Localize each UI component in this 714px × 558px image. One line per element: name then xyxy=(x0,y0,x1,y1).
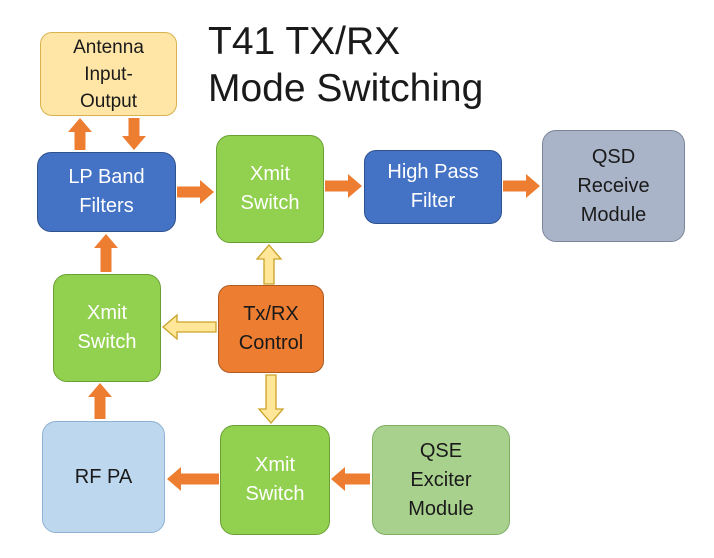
qsd-label-line-1: QSD xyxy=(591,145,636,168)
diagram-title: T41 TX/RX Mode Switching xyxy=(208,18,483,112)
xmit-switch-top-label-line-2: Switch xyxy=(240,192,300,214)
qse-label-line-1: QSE xyxy=(419,439,463,462)
qsd-receive-module-box: QSD Receive Module xyxy=(542,130,685,242)
txrx-control-label-line-2: Control xyxy=(238,332,304,354)
arrow-rfpa-to-xmit-mid xyxy=(88,383,112,419)
arrow-lp-to-xmit-top xyxy=(177,180,214,204)
high-pass-filter-label-line-2: Filter xyxy=(410,190,456,212)
arrow-txrx-to-xmit-bottom xyxy=(257,374,285,424)
lp-band-filters-label-line-2: Filters xyxy=(79,195,134,217)
arrow-xmit-top-to-hpf xyxy=(325,174,362,198)
xmit-switch-top-box: Xmit Switch xyxy=(216,135,324,243)
rf-pa-label: RF PA xyxy=(74,465,133,488)
xmit-switch-mid-box: Xmit Switch xyxy=(53,274,161,382)
qse-label-line-2: Exciter xyxy=(410,468,472,491)
txrx-control-box: Tx/RX Control xyxy=(218,285,324,373)
arrow-xmit-mid-to-lp xyxy=(94,234,118,272)
qse-exciter-module-box: QSE Exciter Module xyxy=(372,425,510,535)
xmit-switch-bottom-label-line-2: Switch xyxy=(245,483,305,505)
xmit-switch-mid-label-line-1: Xmit xyxy=(87,302,127,324)
lp-band-filters-label-line-1: LP Band xyxy=(68,166,145,188)
antenna-input-output-box: Antenna Input- Output xyxy=(40,32,177,116)
antenna-label-line-3: Output xyxy=(79,90,138,112)
qse-label-line-3: Module xyxy=(408,497,474,520)
arrow-hpf-to-qsd xyxy=(503,174,540,198)
high-pass-filter-label-line-1: High Pass xyxy=(387,161,479,183)
title-line-2: Mode Switching xyxy=(208,67,484,110)
xmit-switch-mid-label-line-2: Switch xyxy=(77,331,137,353)
xmit-switch-top-label-line-1: Xmit xyxy=(250,163,290,185)
high-pass-filter-box: High Pass Filter xyxy=(364,150,502,224)
arrow-txrx-to-xmit-top xyxy=(255,244,283,285)
control-arrows xyxy=(162,244,285,424)
lp-band-filters-box: LP Band Filters xyxy=(37,152,176,232)
rf-pa-box: RF PA xyxy=(42,421,165,533)
xmit-switch-bottom-box: Xmit Switch xyxy=(220,425,330,535)
xmit-switch-bottom-label-line-1: Xmit xyxy=(255,454,295,476)
title-line-1: T41 TX/RX xyxy=(208,20,401,63)
arrow-txrx-to-xmit-mid xyxy=(162,313,217,341)
arrow-xmit-bottom-to-rfpa xyxy=(167,467,219,491)
qsd-label-line-2: Receive xyxy=(577,174,650,197)
signal-arrows xyxy=(68,118,540,491)
arrow-antenna-to-lp xyxy=(122,118,146,150)
arrow-qse-to-xmit-bottom xyxy=(331,467,370,491)
antenna-label-line-1: Antenna xyxy=(73,36,144,58)
antenna-label-line-2: Input- xyxy=(84,63,133,85)
txrx-control-label-line-1: Tx/RX xyxy=(243,303,299,325)
qsd-label-line-3: Module xyxy=(580,203,647,226)
arrow-lp-to-antenna xyxy=(68,118,92,150)
